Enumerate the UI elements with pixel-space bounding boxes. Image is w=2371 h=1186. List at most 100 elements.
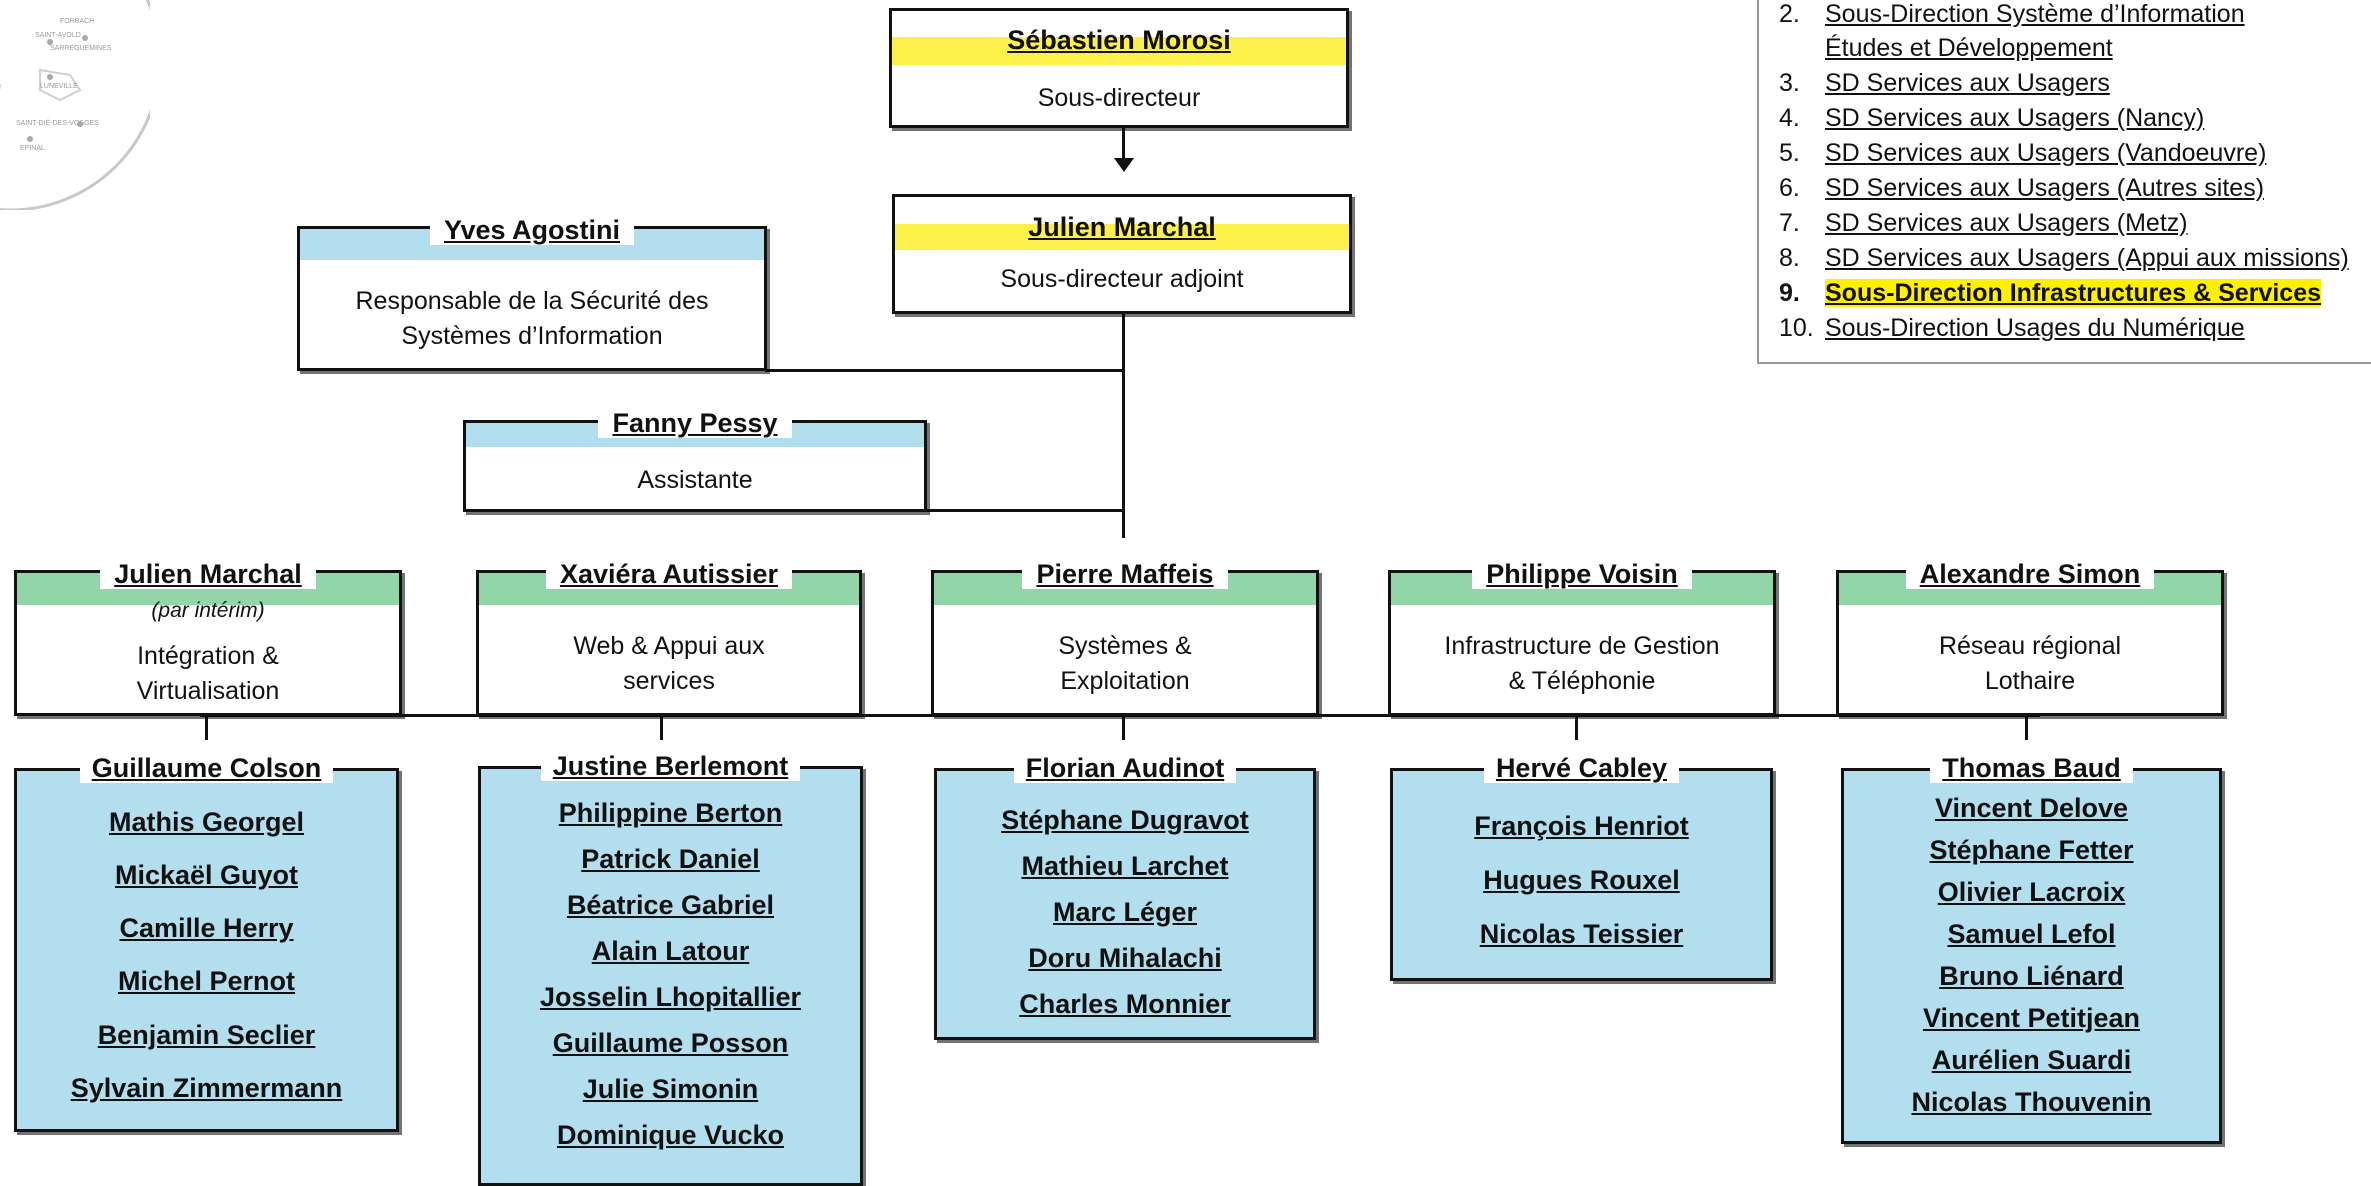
team-members-head[interactable]: Thomas Baud [1844, 753, 2219, 784]
team-lead-name[interactable]: Alexandre Simon [1839, 559, 2221, 590]
security-officer-card[interactable]: Yves Agostini Responsable de la Sécurité… [297, 215, 767, 371]
nav-item-number: 2. [1779, 0, 1800, 28]
team-members-head[interactable]: Florian Audinot [937, 753, 1313, 784]
team-member[interactable]: Philippine Berton [558, 798, 783, 828]
nav-item[interactable]: Études et Développement [1779, 34, 2113, 63]
team-member[interactable]: Stéphane Fetter [1929, 835, 2134, 865]
assistant-name[interactable]: Fanny Pessy [466, 408, 924, 439]
nav-item[interactable]: 10.Sous-Direction Usages du Numérique [1779, 314, 2245, 343]
nav-item[interactable]: 2. Sous-Direction Système d’Information [1779, 0, 2245, 29]
team-member[interactable]: Benjamin Seclier [97, 1020, 316, 1050]
team-role-line1: Web & Appui aux [573, 632, 765, 660]
team-role-line2: Lothaire [1984, 667, 2076, 695]
nav-item-link[interactable]: Études et Développement [1825, 34, 2113, 62]
map-label: LUNEVILLE [40, 83, 78, 90]
nav-item-link[interactable]: SD Services aux Usagers [1825, 69, 2110, 97]
team-member[interactable]: Béatrice Gabriel [566, 890, 775, 920]
team-lead-name[interactable]: Philippe Voisin [1391, 559, 1773, 590]
team-member[interactable]: Patrick Daniel [581, 844, 760, 874]
team-card-infrastructure[interactable]: Philippe Voisin Infrastructure de Gestio… [1388, 559, 1776, 716]
team-member[interactable]: Guillaume Posson [552, 1028, 789, 1058]
map-label: SARREGUEMINES [50, 45, 112, 52]
nav-item[interactable]: 7. SD Services aux Usagers (Metz) [1779, 209, 2188, 238]
team-card-systems[interactable]: Pierre Maffeis Systèmes & Exploitation [931, 559, 1319, 716]
security-officer-name[interactable]: Yves Agostini [300, 215, 764, 246]
label-text: Yves Agostini [429, 215, 635, 245]
team-member[interactable]: Mickaël Guyot [114, 860, 299, 890]
team-member[interactable]: Nicolas Teissier [1479, 919, 1684, 949]
team-member[interactable]: Dominique Vucko [556, 1120, 785, 1150]
connector-team-5 [2025, 714, 2028, 740]
nav-item-link[interactable]: SD Services aux Usagers (Nancy) [1825, 104, 2205, 132]
team-card-integration[interactable]: Julien Marchal (par intérim) Intégration… [14, 559, 402, 716]
team-lead-name[interactable]: Julien Marchal [17, 559, 399, 590]
team-member[interactable]: Stéphane Dugravot [1001, 805, 1249, 835]
nav-item-link[interactable]: SD Services aux Usagers (Appui aux missi… [1825, 244, 2349, 272]
nav-item-link[interactable]: SD Services aux Usagers (Autres sites) [1825, 174, 2265, 202]
team-member[interactable]: Aurélien Suardi [1931, 1045, 2132, 1075]
nav-item-link[interactable]: Sous-Direction Système d’Information [1825, 0, 2245, 28]
nav-item-link[interactable]: SD Services aux Usagers (Vandoeuvre) [1825, 139, 2267, 167]
team-member[interactable]: Marc Léger [1052, 897, 1198, 927]
team-card-web[interactable]: Xaviéra Autissier Web & Appui aux servic… [476, 559, 862, 716]
nav-item-link[interactable]: Sous-Direction Usages du Numérique [1825, 314, 2245, 342]
team-member[interactable]: Julie Simonin [582, 1074, 759, 1104]
team-member[interactable]: Michel Pernot [117, 966, 296, 996]
team-member[interactable]: Doru Mihalachi [1028, 943, 1222, 973]
label-text: Alexandre Simon [1905, 559, 2155, 589]
team-members-head[interactable]: Guillaume Colson [17, 753, 396, 784]
team-member[interactable]: Sylvain Zimmermann [70, 1073, 343, 1103]
nav-item-number: 7. [1779, 209, 1800, 237]
map-label: FORBACH [60, 18, 94, 25]
team-member[interactable]: Camille Herry [119, 913, 294, 943]
team-member[interactable]: François Henriot [1474, 811, 1689, 841]
team-members-head[interactable]: Hervé Cabley [1393, 753, 1770, 784]
nav-item-number: 5. [1779, 139, 1800, 167]
nav-item-number: 8. [1779, 244, 1800, 272]
nav-item-active[interactable]: 9. Sous-Direction Infrastructures & Servi… [1779, 279, 2321, 308]
team-member[interactable]: Bruno Liénard [1939, 961, 2124, 991]
subdirection-nav: 2. Sous-Direction Système d’Information É… [1757, 0, 2371, 364]
team-role-line1: Intégration & [137, 642, 279, 670]
deputy-card[interactable]: Julien Marchal Sous-directeur adjoint [892, 194, 1352, 314]
nav-item-link[interactable]: Sous-Direction Infrastructures & Service… [1825, 279, 2321, 307]
label-text: Julien Marchal [100, 559, 316, 589]
director-name[interactable]: Sébastien Morosi [892, 25, 1346, 56]
team-member[interactable]: Alain Latour [591, 936, 750, 966]
team-lead-name[interactable]: Xaviéra Autissier [479, 559, 859, 590]
team-role-line2: Exploitation [1060, 667, 1190, 695]
team-member[interactable]: Hugues Rouxel [1483, 865, 1680, 895]
label-text: Philippe Voisin [1472, 559, 1692, 589]
team-member[interactable]: Mathis Georgel [108, 807, 305, 837]
assistant-card[interactable]: Fanny Pessy Assistante [463, 408, 927, 512]
team-member[interactable]: Nicolas Thouvenin [1911, 1087, 2152, 1117]
team-role-line1: Réseau régional [1938, 632, 2122, 660]
team-member[interactable]: Vincent Petitjean [1922, 1003, 2141, 1033]
nav-item[interactable]: 6.SD Services aux Usagers (Autres sites) [1779, 174, 2264, 203]
nav-item-link[interactable]: SD Services aux Usagers (Metz) [1825, 209, 2188, 237]
team-member[interactable]: Josselin Lhopitallier [539, 982, 802, 1012]
director-card[interactable]: Sébastien Morosi Sous-directeur [889, 8, 1349, 128]
team-member[interactable]: Vincent Delove [1934, 793, 2129, 823]
nav-item[interactable]: 4.SD Services aux Usagers (Nancy) [1779, 104, 2204, 133]
nav-item[interactable]: 8. SD Services aux Usagers (Appui aux mis… [1779, 244, 2349, 273]
team-members-web: Justine Berlemont Philippine Berton Patr… [478, 751, 863, 1186]
team-members-network: Thomas Baud Vincent Delove Stéphane Fett… [1841, 753, 2222, 1144]
team-lead-name[interactable]: Pierre Maffeis [934, 559, 1316, 590]
region-map: FORBACH SAINT-AVOLD SARREGUEMINES LUNEVI… [0, 0, 150, 210]
team-member[interactable]: Samuel Lefol [1947, 919, 2116, 949]
deputy-band [895, 224, 1349, 250]
nav-item[interactable]: 3. SD Services aux Usagers [1779, 69, 2110, 98]
deputy-name[interactable]: Julien Marchal [895, 212, 1349, 243]
team-members-integration: Guillaume Colson Mathis Georgel Mickaël … [14, 753, 399, 1132]
team-role-line1: Systèmes & [1058, 632, 1192, 660]
nav-item-number: 9. [1779, 279, 1800, 307]
label-text: Guillaume Colson [79, 753, 334, 783]
team-member[interactable]: Charles Monnier [1019, 989, 1231, 1019]
team-members-head[interactable]: Justine Berlemont [481, 751, 860, 782]
nav-item[interactable]: 5. SD Services aux Usagers (Vandoeuvre) [1779, 139, 2266, 168]
team-member[interactable]: Olivier Lacroix [1937, 877, 2126, 907]
nav-item-number: 3. [1779, 69, 1800, 97]
team-card-network[interactable]: Alexandre Simon Réseau régional Lothaire [1836, 559, 2224, 716]
team-member[interactable]: Mathieu Larchet [1021, 851, 1229, 881]
